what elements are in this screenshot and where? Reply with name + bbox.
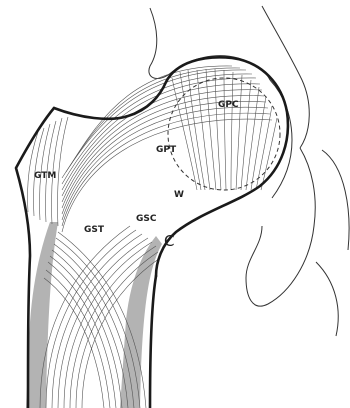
label-gtm: GTM — [34, 171, 56, 181]
label-gpt: GPT — [156, 145, 177, 155]
trabeculae-gpc — [172, 69, 277, 190]
acetabulum-rim — [270, 80, 292, 198]
ischium-contour — [316, 262, 338, 336]
label-w: W — [174, 190, 184, 200]
pelvis-outline — [149, 6, 349, 336]
femur-medial-shaft-contour — [150, 276, 156, 408]
medial-cortex — [120, 236, 162, 408]
obturator-contour — [322, 150, 349, 250]
label-gpc: GPC — [218, 100, 239, 110]
label-gst: GST — [84, 225, 105, 235]
acetabular-fossa — [246, 148, 315, 306]
label-c: C — [164, 232, 174, 250]
femur-outline — [16, 57, 288, 408]
label-gsc: GSC — [136, 214, 157, 224]
cortical-bone — [26, 222, 162, 408]
